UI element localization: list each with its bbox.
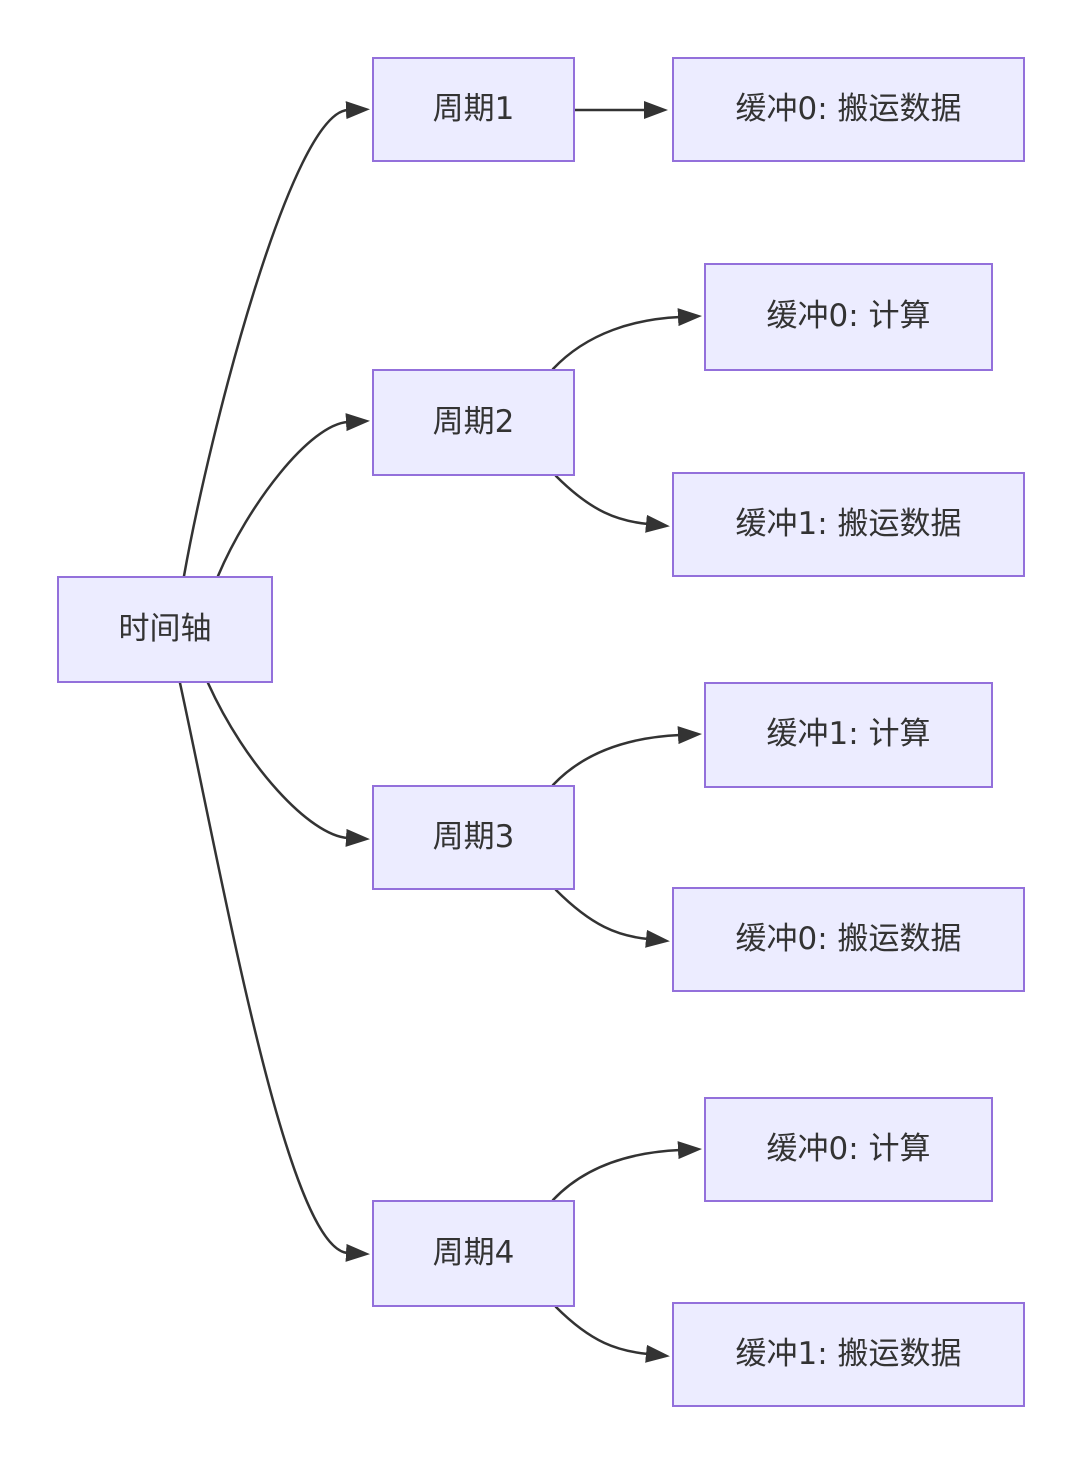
node-cycle4-buffer0: 缓冲0: 计算	[704, 1097, 993, 1202]
edge-cycle4-buffer0	[551, 1141, 702, 1202]
edge-timeline-cycle1	[182, 101, 370, 578]
node-cycle1: 周期1	[372, 57, 575, 162]
node-cycle4-buffer1: 缓冲1: 搬运数据	[672, 1302, 1025, 1407]
node-cycle3-buffer0: 缓冲0: 搬运数据	[672, 887, 1025, 992]
node-timeline: 时间轴	[57, 576, 273, 683]
node-cycle4: 周期4	[372, 1200, 575, 1307]
node-cycle3-buffer1: 缓冲1: 计算	[704, 682, 993, 788]
node-cycle2-buffer1: 缓冲1: 搬运数据	[672, 472, 1025, 577]
node-cycle1-buffer0: 缓冲0: 搬运数据	[672, 57, 1025, 162]
edge-timeline-cycle3	[206, 681, 370, 847]
node-cycle2-buffer0: 缓冲0: 计算	[704, 263, 993, 371]
edge-cycle4-buffer1	[554, 1305, 670, 1363]
edge-cycle3-buffer0	[554, 888, 670, 948]
edge-cycle2-buffer1	[554, 474, 670, 533]
edge-cycle3-buffer1	[551, 726, 702, 787]
node-cycle3: 周期3	[372, 785, 575, 890]
edge-cycle2-buffer0	[551, 308, 702, 371]
edge-timeline-cycle4	[178, 681, 370, 1262]
node-cycle2: 周期2	[372, 369, 575, 476]
edge-timeline-cycle2	[216, 413, 370, 578]
